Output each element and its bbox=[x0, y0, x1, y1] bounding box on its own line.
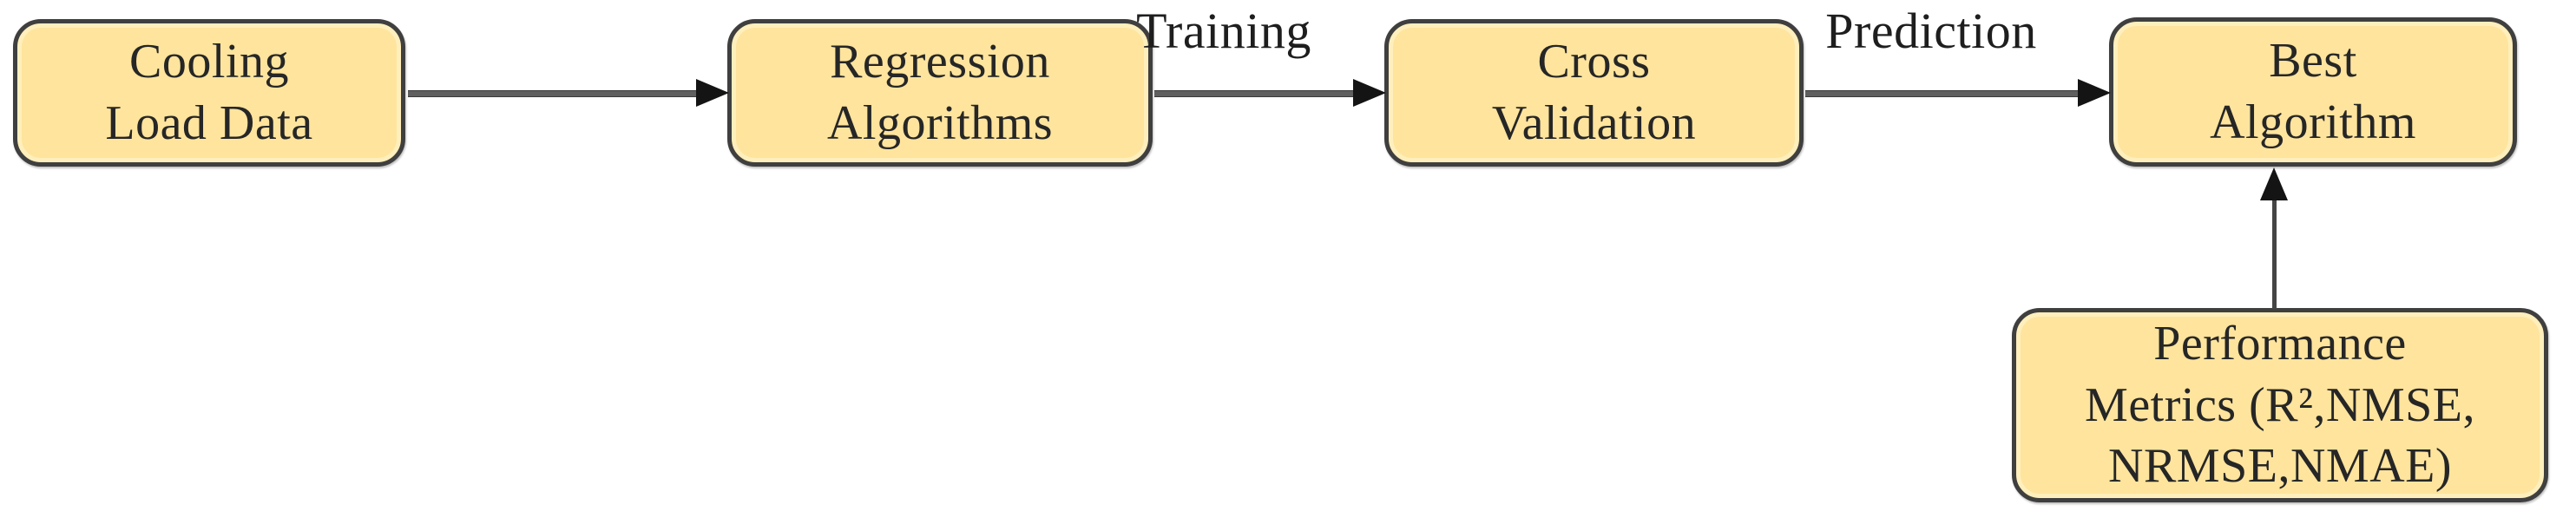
node-cooling-load-data: Cooling Load Data bbox=[13, 19, 405, 167]
node-label-best-algorithm: Best Algorithm bbox=[2210, 34, 2416, 149]
arrowhead-up-icon bbox=[2260, 167, 2288, 200]
arrow-line bbox=[2272, 198, 2277, 309]
arrow-line bbox=[1805, 90, 2081, 97]
node-regression-algorithms: Regression Algorithms bbox=[727, 19, 1153, 167]
node-label-cross-validation: Cross Validation bbox=[1491, 35, 1697, 150]
node-label-regression-algorithms: Regression Algorithms bbox=[826, 35, 1054, 150]
node-label-performance-metrics: Performance Metrics (R²,NMSE, NRMSE,NMAE… bbox=[2085, 317, 2475, 494]
arrow-line bbox=[1154, 90, 1357, 97]
node-performance-metrics: Performance Metrics (R²,NMSE, NRMSE,NMAE… bbox=[2012, 308, 2548, 502]
node-cross-validation: Cross Validation bbox=[1384, 19, 1804, 167]
node-best-algorithm: Best Algorithm bbox=[2109, 17, 2517, 167]
arrow-label-prediction: Prediction bbox=[1825, 3, 2037, 59]
arrow-line bbox=[408, 90, 700, 97]
arrowhead-right-icon bbox=[696, 79, 729, 107]
arrow-label-training: Training bbox=[1136, 3, 1311, 59]
arrowhead-right-icon bbox=[2078, 79, 2111, 107]
arrowhead-right-icon bbox=[1353, 79, 1386, 107]
node-label-cooling-load-data: Cooling Load Data bbox=[105, 35, 313, 150]
